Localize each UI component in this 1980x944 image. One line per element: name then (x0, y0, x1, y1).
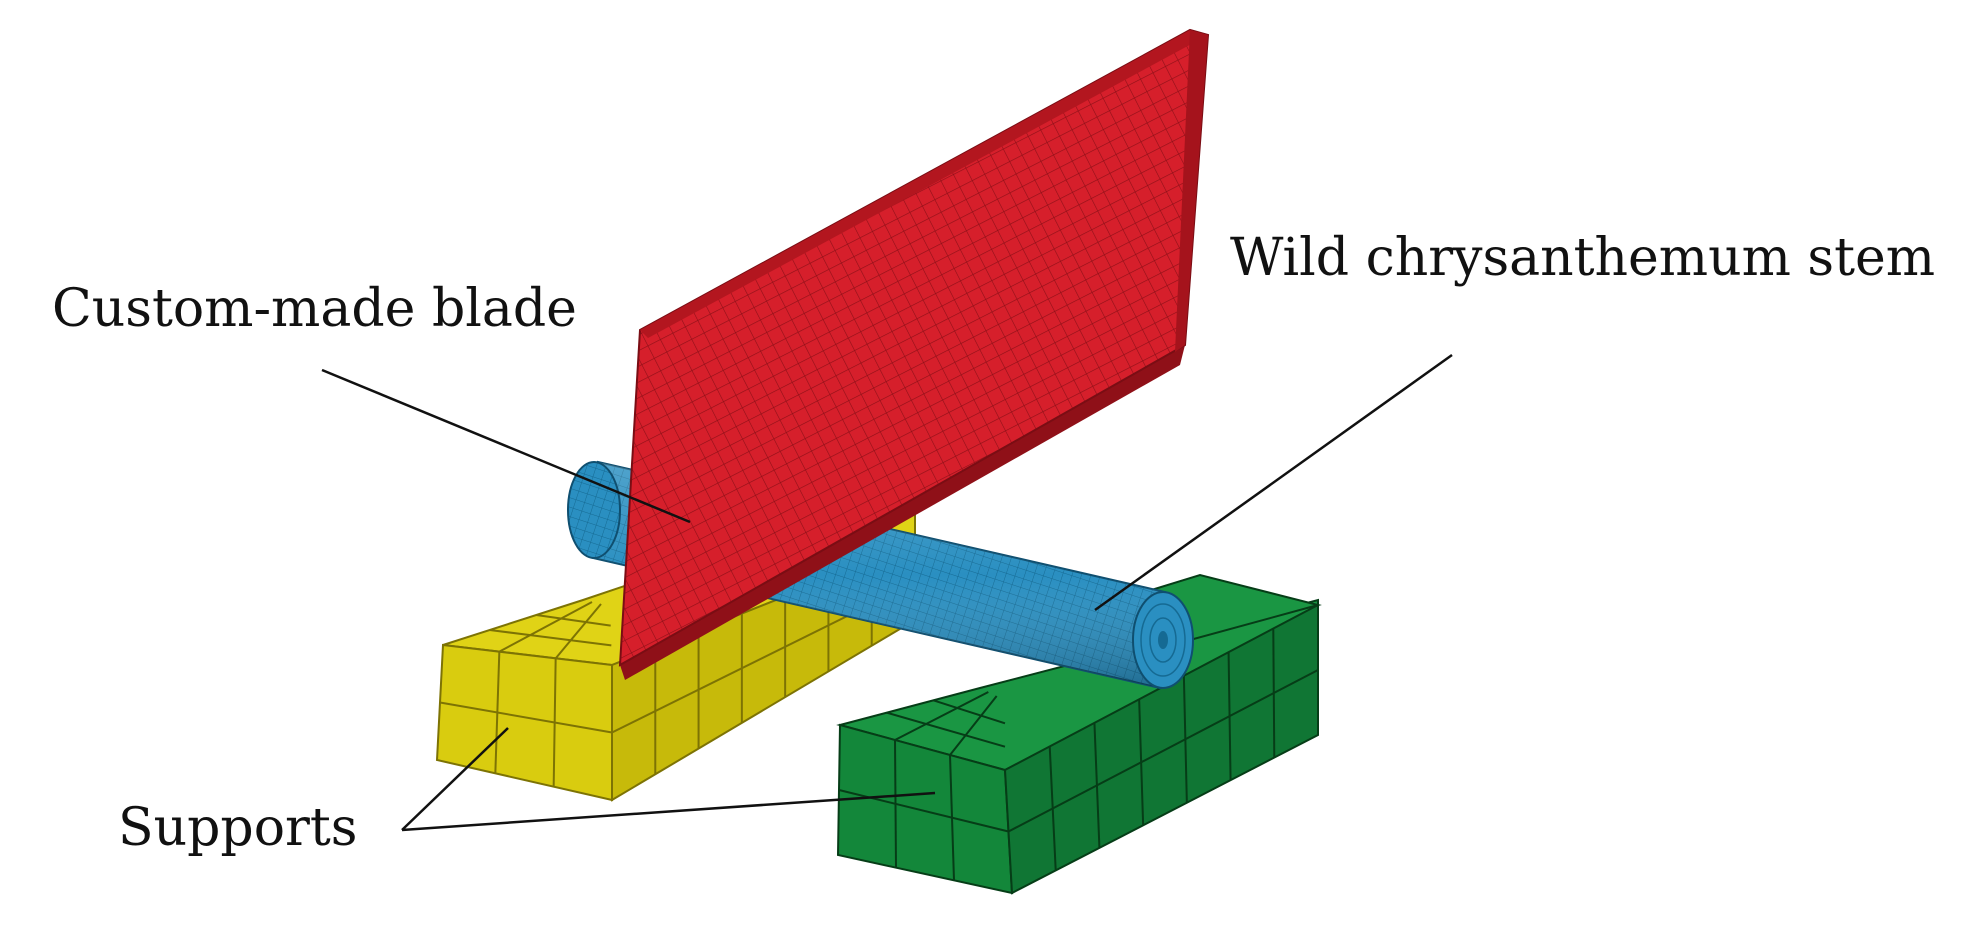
custom-made-blade (618, 28, 1210, 680)
green-support-block (836, 573, 1322, 895)
supports-leader-line-green (401, 791, 936, 832)
supports-label: Supports (118, 798, 357, 858)
stem-leader-line (1094, 353, 1453, 612)
blade-label: Custom-made blade (52, 279, 577, 339)
stem-label: Wild chrysanthemum stem (1230, 228, 1935, 288)
leader-lines (321, 353, 1453, 832)
supports-leader-line-yellow (401, 727, 509, 831)
blade-leader-line (321, 368, 691, 524)
